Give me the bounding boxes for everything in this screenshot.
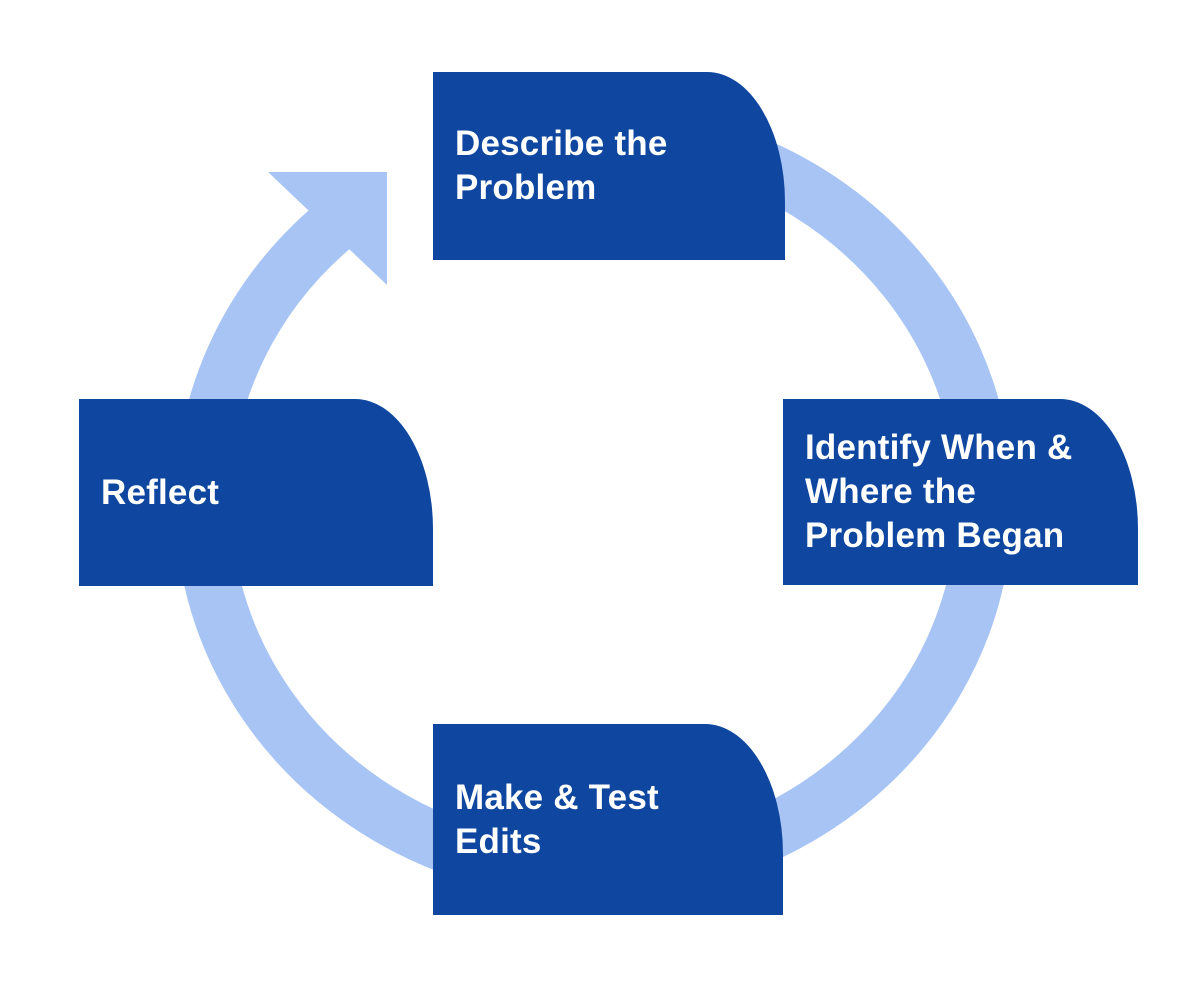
step-label-describe-the-problem: Describe the Problem xyxy=(455,124,668,207)
step-box-reflect: Reflect xyxy=(79,399,433,586)
step-label-make-test-edits: Make & Test Edits xyxy=(455,777,659,861)
step-box-identify-when-where: Identify When & Where the Problem Began xyxy=(783,399,1138,585)
step-box-describe-the-problem: Describe the Problem xyxy=(433,72,785,260)
arrow-head-icon xyxy=(268,172,387,285)
step-label-identify-when-where: Identify When & Where the Problem Began xyxy=(805,428,1073,555)
step-label-reflect: Reflect xyxy=(101,472,220,512)
step-box-make-test-edits: Make & Test Edits xyxy=(433,724,783,915)
